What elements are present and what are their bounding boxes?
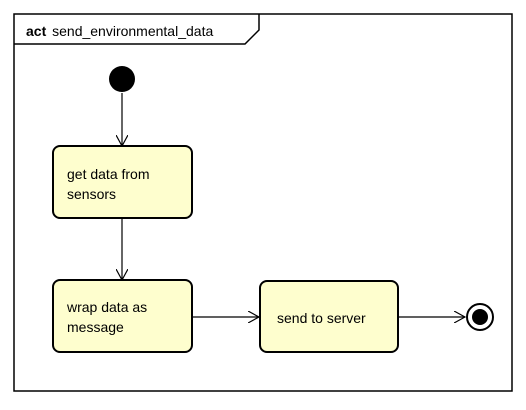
action-label-line: send to server	[277, 310, 366, 326]
action-label: send to server	[277, 310, 366, 326]
action-box	[259, 280, 399, 353]
frame-keyword: act	[26, 23, 47, 39]
final-node[interactable]	[466, 303, 494, 331]
frame-title: act send_environmental_data	[26, 23, 213, 39]
action-label-line: message	[67, 319, 124, 335]
action-box	[52, 145, 193, 219]
frame: act send_environmental_data	[13, 13, 513, 392]
action-get-data-from-sensors[interactable]: get data from sensors	[52, 145, 193, 219]
action-label: get data from sensors	[67, 166, 153, 202]
frame-name-tab	[14, 14, 260, 45]
action-label-line: sensors	[67, 186, 116, 202]
initial-node[interactable]	[109, 66, 135, 92]
frame-name: send_environmental_data	[52, 23, 213, 39]
action-label: wrap data as message	[66, 299, 151, 335]
action-box	[52, 279, 193, 353]
action-label-line: wrap data as	[66, 299, 147, 315]
edges	[122, 93, 465, 317]
action-wrap-data-as-message[interactable]: wrap data as message	[52, 279, 193, 353]
final-node-dot	[472, 309, 488, 325]
action-send-to-server[interactable]: send to server	[259, 280, 399, 353]
frame-border	[13, 13, 513, 392]
action-label-line: get data from	[67, 166, 150, 182]
